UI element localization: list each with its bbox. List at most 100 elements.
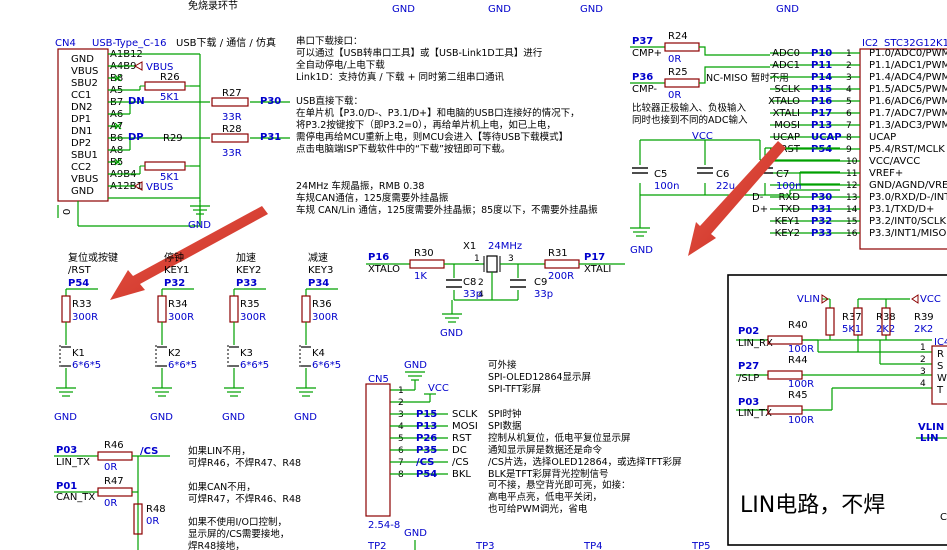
- ic2-net-7: UCAP: [811, 132, 842, 143]
- note-l3: 全自动停电/上电下载: [296, 59, 385, 71]
- ic2-net-1: P11: [811, 60, 832, 71]
- cn4-left-pin-0: GND: [71, 54, 94, 65]
- tp4-label: TP4: [583, 541, 603, 550]
- button-k-ref-2: K3: [240, 348, 253, 359]
- ic2-pinname-0: P1.0/ADC0/PWM: [869, 48, 947, 59]
- cn4-left-pin-5: DP1: [71, 114, 91, 125]
- cn5-sig-5: DC: [452, 445, 467, 456]
- cn5-sig-6: /CS: [452, 457, 469, 468]
- ic2-pinname-4: P1.6/ADC6/PWM: [869, 96, 947, 107]
- cs-select-block: P03 LIN_TX R46 0R /CS P01 CAN_TX R47 0R …: [54, 440, 301, 550]
- ic4-s: S: [937, 361, 943, 372]
- note-l8: 需停电再给MCU重新上电，则MCU会进入【等待USB下载模式】: [296, 131, 568, 143]
- cn5-pinnum-6: 7: [398, 458, 404, 468]
- xtalo-label: XTALO: [368, 264, 400, 275]
- r30-body: [409, 259, 445, 269]
- c8-val: 33p: [463, 289, 482, 300]
- button-resistor-1: [157, 295, 167, 323]
- ic2-pinnum-12: 13: [846, 193, 857, 203]
- lin-note: LIN电路，不焊: [740, 493, 885, 518]
- dp-label: DP: [128, 132, 144, 143]
- bkl-note-3: 也可给PWM调光，省电: [488, 503, 588, 515]
- cn4-left-pin-7: DP2: [71, 138, 91, 149]
- ic2-net-0: P10: [811, 48, 832, 59]
- r39-val: 2K2: [914, 324, 933, 335]
- x1-freq: 24MHz: [488, 241, 522, 252]
- ic2-pinname-8: P5.4/RST/MCLK: [869, 144, 945, 155]
- gnd-top-2: GND: [488, 4, 511, 15]
- ic2-pinname-7: UCAP: [869, 132, 896, 143]
- button-k-val-0: 6*6*5: [72, 360, 101, 371]
- note-l4: Link1D：支持仿真 / 下载 + 同时第二组串口通讯: [296, 71, 505, 83]
- ic2-pinname-6: P1.3/ADC3/PWM: [869, 120, 947, 131]
- c8-ref: C8: [463, 277, 476, 288]
- button-net-1: P32: [164, 278, 185, 289]
- cs-lin-tx: LIN_TX: [56, 457, 90, 468]
- button-k-val-2: 6*6*5: [240, 360, 269, 371]
- ic2-signal-5: XTALI: [773, 108, 800, 119]
- cs-p03-net: P03: [56, 445, 77, 456]
- oled-gnd: GND: [404, 360, 427, 371]
- ic2-pinnum-7: 8: [846, 133, 852, 143]
- cn5-ref: CN5: [368, 374, 389, 385]
- ic2-net-2: P14: [811, 72, 832, 83]
- ic2-net-8: P54: [811, 144, 832, 155]
- button-gnd-0: GND: [54, 412, 77, 423]
- cn5-desc-3: SPI数据: [488, 420, 522, 432]
- r40-ref: R40: [788, 320, 808, 331]
- r24-val: 0R: [668, 54, 681, 65]
- cs-note-2: 可焊R46，不焊R47、R48: [188, 457, 301, 469]
- r29-body: [144, 161, 186, 171]
- button-net-label-2: KEY2: [236, 265, 261, 276]
- cn5-pinnum-4: 5: [398, 434, 404, 444]
- lin-p27: P27: [738, 361, 759, 372]
- r44-val: 100R: [788, 379, 814, 390]
- button-net-2: P33: [236, 278, 257, 289]
- button-r-ref-2: R35: [240, 299, 260, 310]
- cn5-desc-4: 控制从机复位，低电平复位显示屏: [488, 432, 631, 444]
- cmp-note-2: 同时也接到不同的ADC输入: [632, 114, 748, 126]
- cn4-left-pin-6: DN1: [71, 126, 93, 137]
- button-k-val-3: 6*6*5: [312, 360, 341, 371]
- gnd-top-3: GND: [580, 4, 603, 15]
- c9-ref: C9: [534, 277, 547, 288]
- cn5-pinnum-7: 8: [398, 470, 404, 480]
- note-l1: 串口下载接口：: [296, 35, 363, 47]
- cmp-plus: CMP+: [632, 48, 662, 59]
- mcu-block: IC2 STC32G12K128 ADC0P101P1.0/ADC0/PWMAD…: [630, 38, 947, 256]
- cs-can-tx: CAN_TX: [56, 492, 95, 503]
- ic2-pinname-13: P3.1/TXD/D+: [869, 204, 934, 215]
- button-resistor-3: [301, 295, 311, 323]
- r26-ref: R26: [160, 72, 180, 83]
- r26-val: 5K1: [160, 92, 179, 103]
- x1-pin4: 4: [478, 290, 484, 300]
- r40-val: 100R: [788, 344, 814, 355]
- r45-ref: R45: [788, 390, 808, 401]
- ic2-pinnum-5: 6: [846, 109, 852, 119]
- bottom-gnd: GND: [404, 528, 427, 539]
- oled-vcc: VCC: [428, 383, 449, 394]
- r30-val: 1K: [414, 271, 427, 282]
- cn4-left-pin-4: DN2: [71, 102, 93, 113]
- red-arrow-left-icon: [110, 206, 268, 300]
- buttons-block: 复位或按键/RSTP54R33300RK16*6*5GND停钟KEY1P32R3…: [54, 251, 341, 423]
- note-l5: USB直接下载：: [296, 95, 363, 107]
- cn5-net-6: /CS: [416, 457, 434, 468]
- p31-net: P31: [260, 132, 281, 143]
- p17-net: P17: [584, 252, 605, 263]
- usb-gnd: GND: [188, 220, 211, 231]
- crystal-block: P16 XTALO R30 1K X1 24MHz 1 3 2 4 R31 20…: [366, 241, 625, 339]
- r46-ref: R46: [104, 440, 124, 451]
- button-net-0: P54: [68, 278, 89, 289]
- cn5-sig-4: RST: [452, 433, 472, 444]
- cn4-part: USB-Type_C-16: [92, 38, 167, 49]
- note-l6: 在单片机【P3.0/D-、P3.1/D+】和电脑的USB口连接好的情况下，: [296, 107, 580, 119]
- cn4-left-pin-10: VBUS: [71, 174, 98, 185]
- r24-body: [664, 42, 700, 52]
- r26-body: [144, 81, 186, 91]
- button-k-ref-3: K4: [312, 348, 325, 359]
